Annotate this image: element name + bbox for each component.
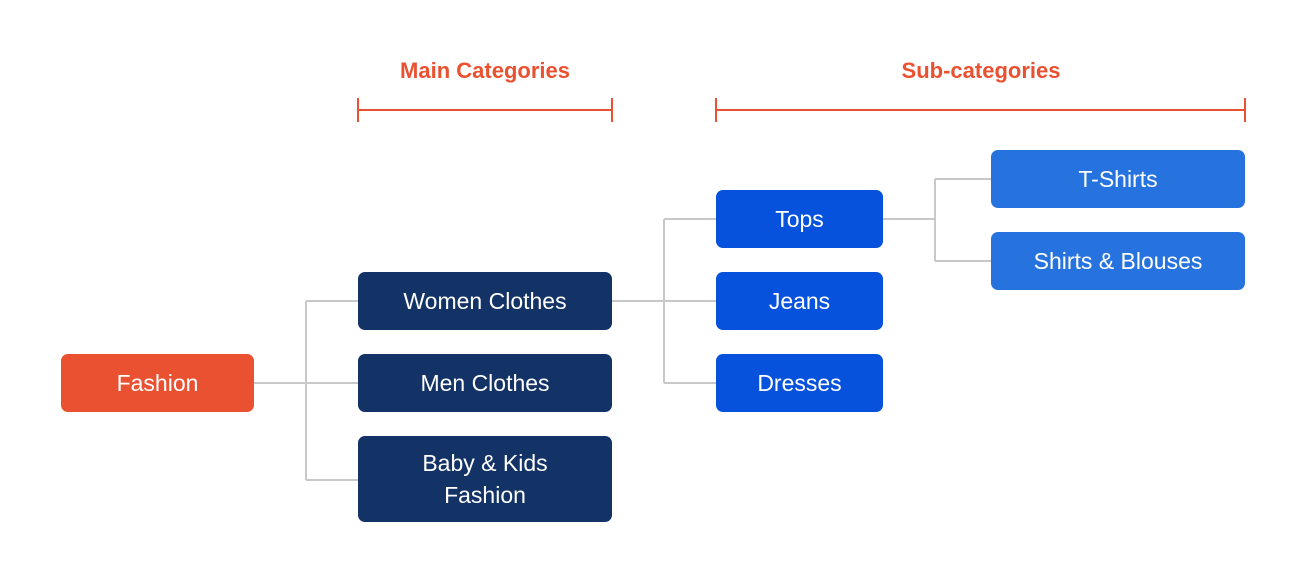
sub-categories-heading: Sub-categories — [901, 58, 1061, 83]
connector-women-sub — [612, 218, 716, 384]
main-node-baby-kids-fashion[interactable]: Baby & Kids Fashion — [358, 436, 612, 522]
main-node-women-clothes[interactable]: Women Clothes — [358, 272, 612, 330]
main-node-label: Men Clothes — [420, 370, 550, 396]
subsub-node-shirts-blouses[interactable]: Shirts & Blouses — [991, 232, 1245, 290]
sub-categories-bracket — [715, 98, 1246, 122]
subsub-node-label: Shirts & Blouses — [1033, 248, 1203, 274]
sub-node-tops[interactable]: Tops — [716, 190, 883, 248]
main-node-label: Women Clothes — [403, 288, 567, 314]
connector-tops-subsub — [883, 178, 991, 262]
sub-node-label: Dresses — [757, 370, 842, 396]
sub-node-label: Tops — [775, 206, 824, 232]
main-categories-heading: Main Categories — [400, 58, 570, 83]
main-node-label: Baby & Kids Fashion — [422, 450, 548, 508]
subsub-node-label: T-Shirts — [1078, 166, 1158, 192]
root-node-label: Fashion — [116, 370, 199, 396]
sub-node-dresses[interactable]: Dresses — [716, 354, 883, 412]
sub-node-label: Jeans — [768, 288, 831, 314]
subsub-node-t-shirts[interactable]: T-Shirts — [991, 150, 1245, 208]
sub-node-jeans[interactable]: Jeans — [716, 272, 883, 330]
main-node-men-clothes[interactable]: Men Clothes — [358, 354, 612, 412]
main-categories-bracket — [357, 98, 613, 122]
connector-root-main — [254, 300, 358, 481]
root-node-fashion[interactable]: Fashion — [61, 354, 254, 412]
